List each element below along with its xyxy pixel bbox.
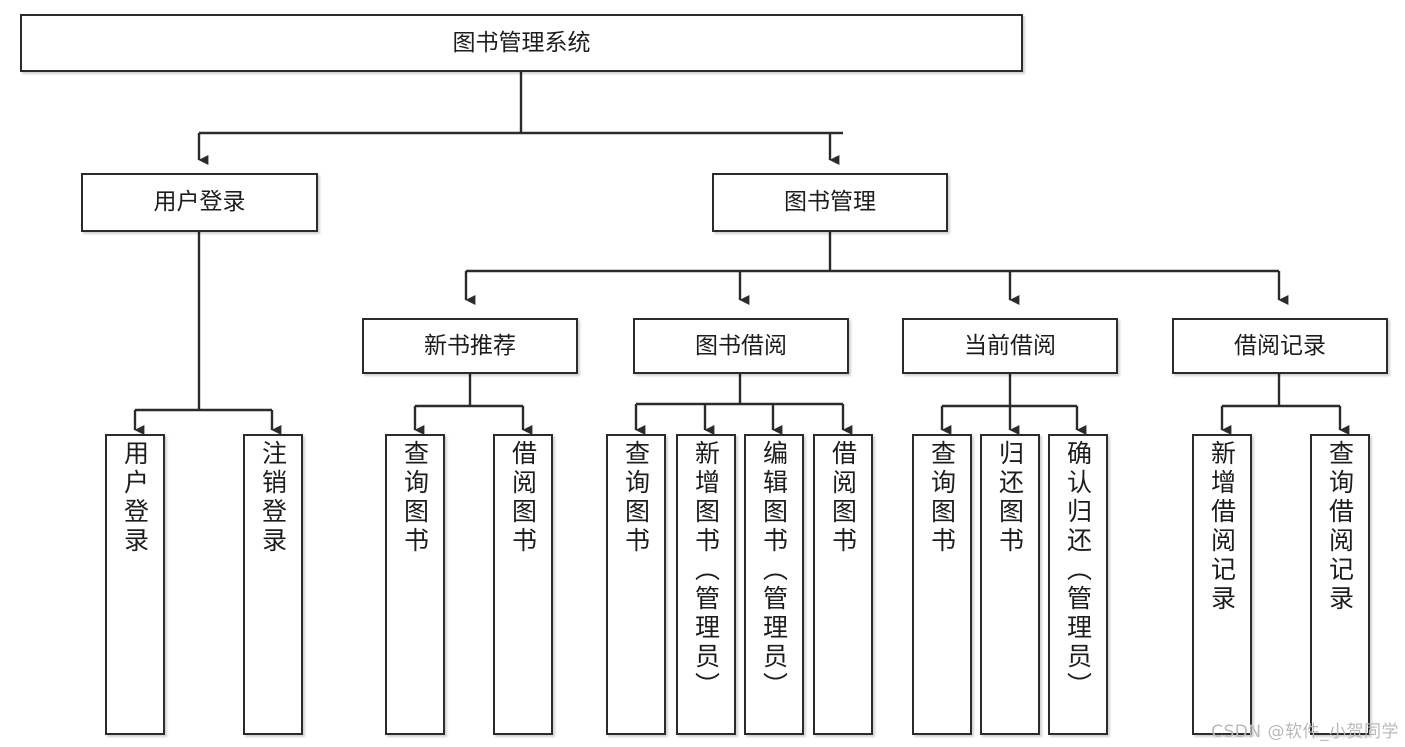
node-book-borrow[interactable]: 图书借阅 [633,318,849,374]
node-user-login-label: 用户登录 [153,189,246,216]
node-current-borrow-label: 当前借阅 [964,332,1056,359]
node-borrow-record-label: 借阅记录 [1234,332,1326,359]
leaf-confirm-return[interactable]: 确认归还（管理员） [1048,434,1108,735]
leaf-add-record-label: 新增借阅记录 [1207,440,1237,614]
leaf-edit-book[interactable]: 编辑图书（管理员） [744,434,804,735]
leaf-return-book[interactable]: 归还图书 [980,434,1040,735]
leaf-query-book-3-label: 查询图书 [927,440,957,556]
node-book-borrow-label: 图书借阅 [695,332,787,359]
leaf-confirm-return-label: 确认归还（管理员） [1063,440,1093,701]
leaf-add-book[interactable]: 新增图书（管理员） [676,434,736,735]
leaf-add-record[interactable]: 新增借阅记录 [1192,434,1252,735]
leaf-query-book-1-label: 查询图书 [400,440,430,556]
node-new-book-rec[interactable]: 新书推荐 [362,318,578,374]
csdn-watermark: CSDN @软件_小贺同学 [1211,722,1399,742]
leaf-borrow-book-1[interactable]: 借阅图书 [493,434,553,735]
node-user-login[interactable]: 用户登录 [81,173,318,232]
leaf-query-book-3[interactable]: 查询图书 [912,434,972,735]
leaf-user-logout-label: 注销登录 [258,440,288,556]
node-book-manage-label: 图书管理 [784,189,876,216]
leaf-return-book-label: 归还图书 [995,440,1025,556]
leaf-query-record-label: 查询借阅记录 [1325,440,1355,614]
node-root[interactable]: 图书管理系统 [20,14,1023,72]
leaf-query-book-2-label: 查询图书 [621,440,651,556]
leaf-user-login-label: 用户登录 [120,440,150,556]
leaf-borrow-book-1-label: 借阅图书 [508,440,538,556]
leaf-borrow-book-2[interactable]: 借阅图书 [813,434,873,735]
node-borrow-record[interactable]: 借阅记录 [1172,318,1388,374]
leaf-add-book-label: 新增图书（管理员） [691,440,721,701]
leaf-query-record[interactable]: 查询借阅记录 [1310,434,1370,735]
leaf-query-book-1[interactable]: 查询图书 [385,434,445,735]
leaf-user-login[interactable]: 用户登录 [105,434,165,735]
leaf-user-logout[interactable]: 注销登录 [243,434,303,735]
node-current-borrow[interactable]: 当前借阅 [902,318,1118,374]
leaf-edit-book-label: 编辑图书（管理员） [759,440,789,701]
leaf-borrow-book-2-label: 借阅图书 [828,440,858,556]
node-new-book-rec-label: 新书推荐 [424,332,516,359]
leaf-query-book-2[interactable]: 查询图书 [606,434,666,735]
node-root-label: 图书管理系统 [452,29,591,56]
node-book-manage[interactable]: 图书管理 [712,173,948,232]
